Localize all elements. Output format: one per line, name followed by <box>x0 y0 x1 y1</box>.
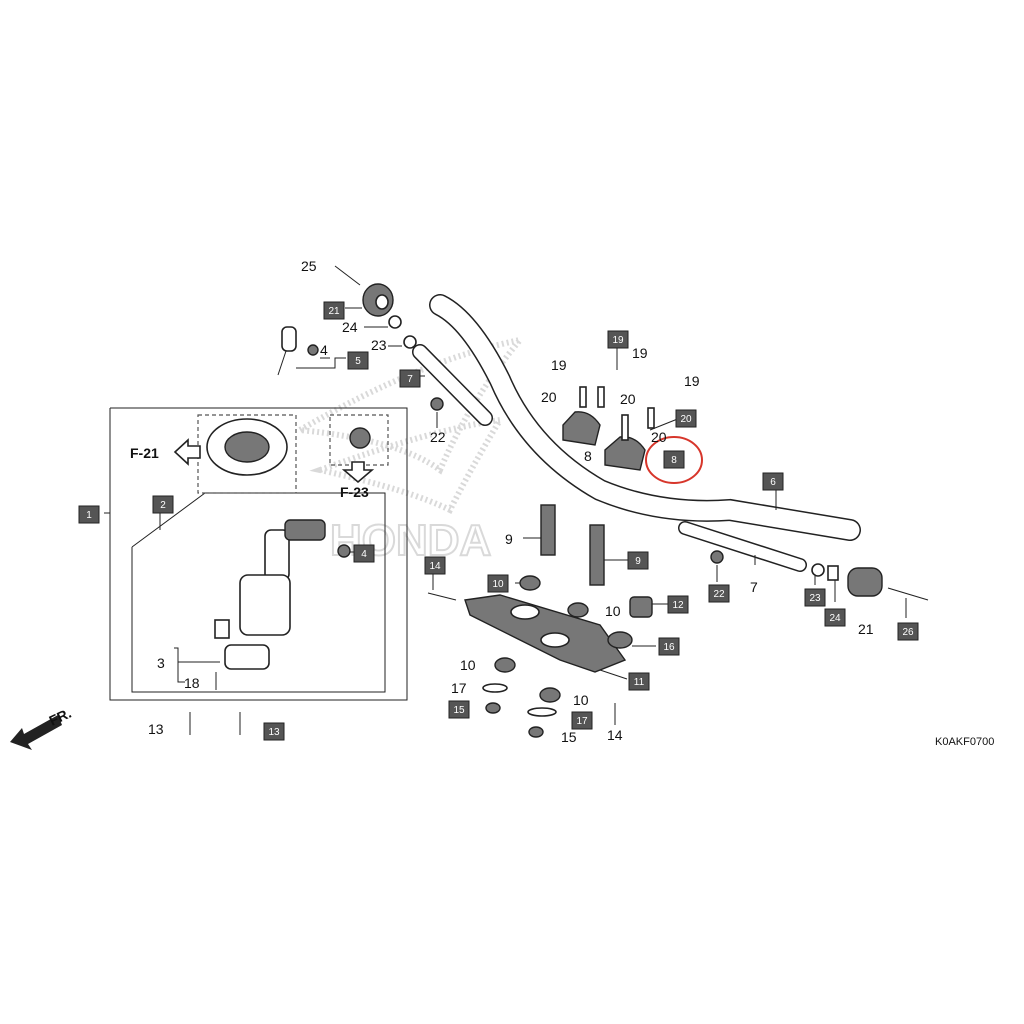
f23-arrow-icon <box>341 461 375 484</box>
seat-lock <box>349 427 371 449</box>
front-arrow-icon <box>10 715 62 750</box>
part-number-badge <box>399 369 421 388</box>
part-number-label: 20 <box>651 429 667 445</box>
part-number-label: 10 <box>605 603 621 619</box>
part-number-badge <box>78 505 100 524</box>
part-number-badge <box>448 700 470 719</box>
part-number-label: 3 <box>157 655 165 671</box>
part-number-label: 11 <box>634 677 645 688</box>
part-number-label: 7 <box>407 374 413 385</box>
ignition-switch <box>214 519 351 670</box>
f21-reference: F-21 <box>130 445 159 461</box>
part-number-badge <box>663 450 685 469</box>
part-number-label: 17 <box>576 716 588 727</box>
part-number-badge <box>708 584 730 603</box>
part-number-label: 9 <box>635 556 641 567</box>
part-number-badge <box>627 551 649 570</box>
part-number-label: 4 <box>361 549 367 560</box>
part-number-badge <box>658 637 680 656</box>
part-number-label: 12 <box>672 600 684 611</box>
part-number-badge <box>263 722 285 741</box>
top-bridge <box>464 575 653 703</box>
part-number-label: 8 <box>584 448 592 464</box>
handlebar-holders <box>562 386 655 471</box>
part-number-label: 19 <box>632 345 648 361</box>
part-number-label: 2 <box>160 500 166 511</box>
highlight-circle <box>645 436 703 484</box>
part-number-label: 6 <box>770 477 776 488</box>
part-number-label: 10 <box>492 579 504 590</box>
part-number-label: 4 <box>320 342 328 358</box>
part-number-badge <box>347 351 369 370</box>
part-number-label: 17 <box>451 680 467 696</box>
part-number-badge <box>607 330 629 349</box>
part-number-badge <box>762 472 784 491</box>
diagram-code: K0AKF0700 <box>935 736 994 748</box>
part-number-label: 10 <box>460 657 476 673</box>
part-number-label: 18 <box>184 675 200 691</box>
part-number-badge <box>323 301 345 320</box>
part-number-badge <box>571 711 593 730</box>
part-number-label: 23 <box>809 593 821 604</box>
part-number-label: 15 <box>453 705 465 716</box>
fuel-cap <box>206 418 288 476</box>
washers-and-nuts <box>482 683 557 738</box>
part-number-badge <box>353 544 375 563</box>
f23-reference: F-23 <box>340 484 369 500</box>
key-left <box>277 326 319 376</box>
leader-lines <box>104 307 907 683</box>
part-number-label: 24 <box>829 613 841 624</box>
steering-stems <box>540 504 605 586</box>
part-number-label: 1 <box>86 510 92 521</box>
front-marker: FR. <box>47 705 74 729</box>
part-number-badge <box>487 574 509 593</box>
part-number-label: 5 <box>355 356 361 367</box>
handle-weight-left <box>334 265 444 411</box>
part-number-label: 14 <box>607 727 623 743</box>
handlebar-pipe <box>429 294 861 541</box>
part-number-label: 19 <box>684 373 700 389</box>
part-number-label: 26 <box>902 627 914 638</box>
f21-arrow-icon <box>173 438 201 466</box>
part-number-label: 22 <box>430 429 446 445</box>
part-number-badge <box>824 608 846 627</box>
part-number-label: 13 <box>268 727 280 738</box>
part-number-label: 10 <box>573 692 589 708</box>
part-number-label: 8 <box>671 455 677 466</box>
right-grip-pipe <box>678 521 807 572</box>
part-number-badge <box>628 672 650 691</box>
part-number-badge <box>675 409 697 428</box>
part-number-label: 20 <box>680 414 692 425</box>
ignition-assembly-frame <box>109 407 408 701</box>
left-grip-pipe <box>412 344 493 426</box>
part-number-label: 13 <box>148 721 164 737</box>
part-number-label: 21 <box>328 306 340 317</box>
part-number-label: 24 <box>342 319 358 335</box>
part-number-badge <box>152 495 174 514</box>
part-number-label: 23 <box>371 337 387 353</box>
part-number-badge <box>897 622 919 641</box>
part-number-badge <box>424 556 446 575</box>
part-number-label: 22 <box>713 589 725 600</box>
bolts <box>189 592 616 735</box>
part-number-label: 14 <box>429 561 441 572</box>
part-number-label: 21 <box>858 621 874 637</box>
part-number-label: 7 <box>750 579 758 595</box>
part-number-label: 9 <box>505 531 513 547</box>
handle-weight-right <box>710 550 929 601</box>
part-number-label: 16 <box>663 642 675 653</box>
part-number-label: 19 <box>612 335 624 346</box>
part-number-label: 19 <box>551 357 567 373</box>
part-number-badge <box>667 595 689 614</box>
part-number-label: 15 <box>561 729 577 745</box>
part-number-label: 20 <box>620 391 636 407</box>
part-number-label: 20 <box>541 389 557 405</box>
part-number-badge <box>804 588 826 607</box>
part-number-label: 25 <box>301 258 317 274</box>
